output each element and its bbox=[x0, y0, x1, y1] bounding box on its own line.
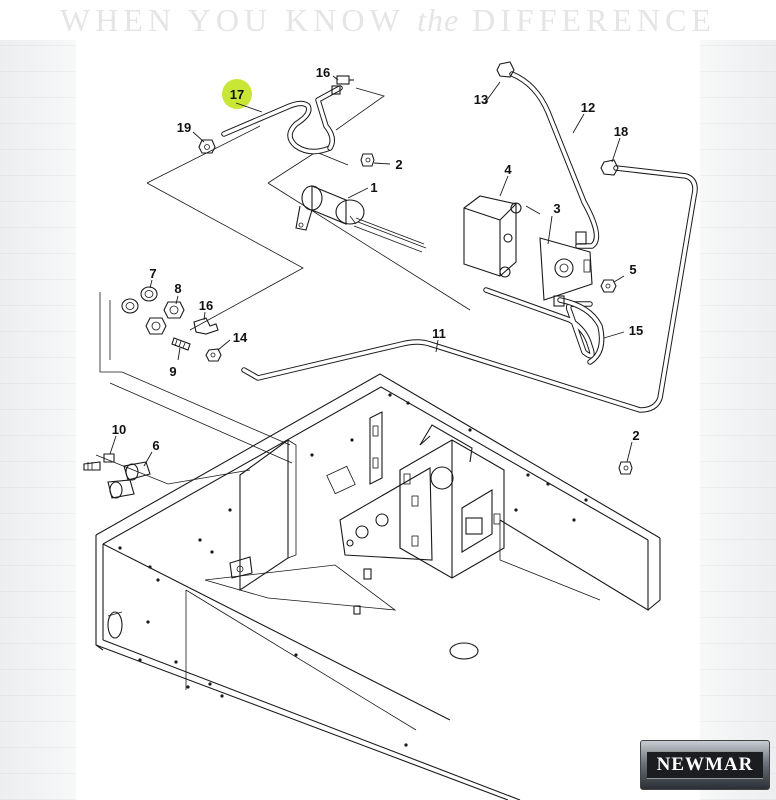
callout-4[interactable]: 4 bbox=[504, 162, 512, 177]
callout-14[interactable]: 14 bbox=[233, 330, 248, 345]
callout-10[interactable]: 10 bbox=[112, 422, 126, 437]
tubing-12[interactable] bbox=[509, 71, 600, 249]
fitting-part-16-top[interactable] bbox=[331, 75, 354, 95]
callout-2-lower[interactable]: 2 bbox=[632, 428, 639, 443]
nut-part-8[interactable] bbox=[145, 301, 185, 335]
callout-17[interactable]: 17 bbox=[230, 87, 244, 102]
callout-8[interactable]: 8 bbox=[174, 281, 181, 296]
washer-part-7[interactable] bbox=[121, 286, 158, 314]
callout-1[interactable]: 1 bbox=[370, 180, 377, 195]
nut-part-14[interactable] bbox=[205, 348, 222, 362]
selected-part-highlight[interactable] bbox=[222, 79, 252, 109]
exploded-view-lines bbox=[95, 87, 471, 485]
callout-6[interactable]: 6 bbox=[152, 438, 159, 453]
callout-15[interactable]: 15 bbox=[629, 323, 643, 338]
tubing-11[interactable] bbox=[241, 165, 698, 413]
chassis-frame bbox=[95, 373, 661, 800]
stud-part-10[interactable] bbox=[83, 453, 115, 471]
slogan-text-end: DIFFERENCE bbox=[459, 2, 716, 38]
module-part-4[interactable] bbox=[463, 195, 522, 278]
hardware bbox=[83, 61, 633, 499]
mounting-bracket bbox=[339, 411, 505, 579]
bolt-part-2-top[interactable] bbox=[360, 153, 375, 167]
callout-11[interactable]: 11 bbox=[432, 326, 446, 341]
callout-16-lower[interactable]: 16 bbox=[199, 298, 213, 313]
callout-12[interactable]: 12 bbox=[581, 100, 595, 115]
callout-16-top[interactable]: 16 bbox=[316, 65, 330, 80]
callout-9[interactable]: 9 bbox=[169, 364, 176, 379]
fitting-part-16-lower[interactable] bbox=[193, 317, 219, 335]
stud-part-9[interactable] bbox=[171, 337, 191, 351]
fuel-filter-part-1[interactable] bbox=[295, 185, 427, 253]
newmar-logo-badge: NEWMAR bbox=[640, 740, 770, 790]
callout-3[interactable]: 3 bbox=[553, 201, 560, 216]
callout-5[interactable]: 5 bbox=[629, 262, 636, 277]
callout-13[interactable]: 13 bbox=[474, 92, 488, 107]
fitting-part-13[interactable] bbox=[496, 61, 515, 78]
nut-part-5[interactable] bbox=[600, 279, 617, 293]
tubing-17[interactable] bbox=[221, 85, 343, 155]
callout-19[interactable]: 19 bbox=[177, 120, 191, 135]
slogan-the: the bbox=[417, 2, 460, 38]
bolt-part-2-lower[interactable] bbox=[618, 461, 633, 475]
callout-labels: 17 19 16 2 1 13 12 18 4 3 5 15 11 7 8 16 bbox=[109, 65, 643, 467]
background-panel-left bbox=[0, 40, 76, 800]
mount-plate-part-3[interactable] bbox=[539, 231, 593, 307]
callout-18[interactable]: 18 bbox=[614, 124, 628, 139]
brand-name: NEWMAR bbox=[647, 751, 763, 779]
nut-part-19[interactable] bbox=[198, 139, 216, 154]
fitting-part-6[interactable] bbox=[107, 461, 151, 499]
slogan-text: WHEN YOU KNOW bbox=[60, 2, 418, 38]
callout-7[interactable]: 7 bbox=[149, 266, 156, 281]
tubing-15[interactable] bbox=[483, 287, 605, 365]
fitting-part-18[interactable] bbox=[600, 159, 619, 176]
callout-2-top[interactable]: 2 bbox=[395, 157, 402, 172]
background-panel-right bbox=[700, 40, 776, 800]
slogan-banner: WHEN YOU KNOW the DIFFERENCE bbox=[0, 2, 776, 39]
